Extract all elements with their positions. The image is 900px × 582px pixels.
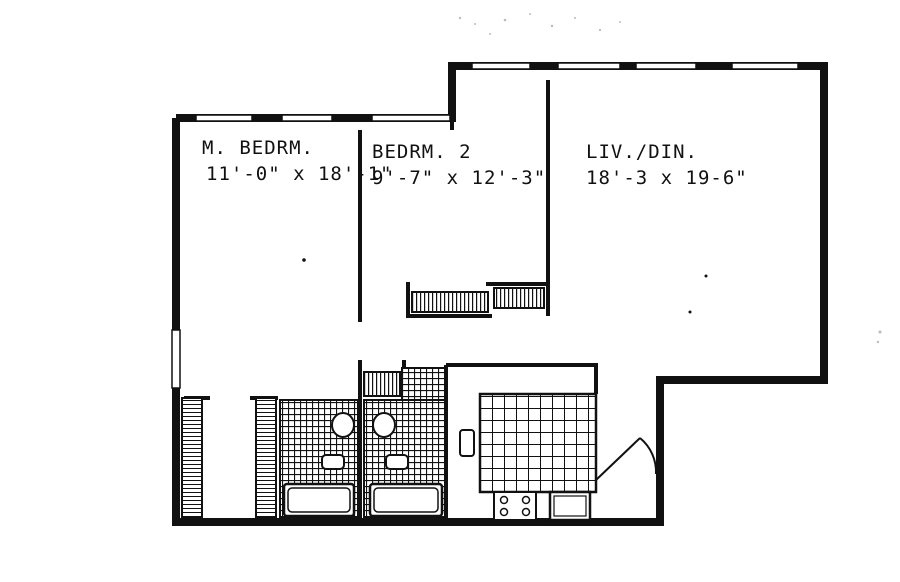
master-bedroom-name: M. BEDRM. <box>202 137 314 159</box>
living-dining-dims: 18'-3 x 19-6" <box>586 167 748 189</box>
master-bedroom-dims: 11'-0" x 18'-1" <box>206 163 393 185</box>
closet-living <box>493 287 545 309</box>
bathroom-1 <box>279 399 359 519</box>
scan-noise <box>458 13 882 344</box>
closet-bedroom2 <box>411 291 489 313</box>
marks <box>302 258 708 314</box>
bedroom-2-name: BEDRM. 2 <box>372 141 472 163</box>
closet-master-left <box>181 397 203 519</box>
bathroom-2 <box>363 367 447 519</box>
windows <box>171 62 799 389</box>
living-dining-name: LIV./DIN. <box>586 141 698 163</box>
closet-master-right <box>255 397 277 519</box>
bedroom-2-dims: 9'-7" x 12'-3" <box>372 167 546 189</box>
kitchen <box>459 392 598 522</box>
entry-door <box>595 437 658 481</box>
linen-closet <box>363 371 401 397</box>
